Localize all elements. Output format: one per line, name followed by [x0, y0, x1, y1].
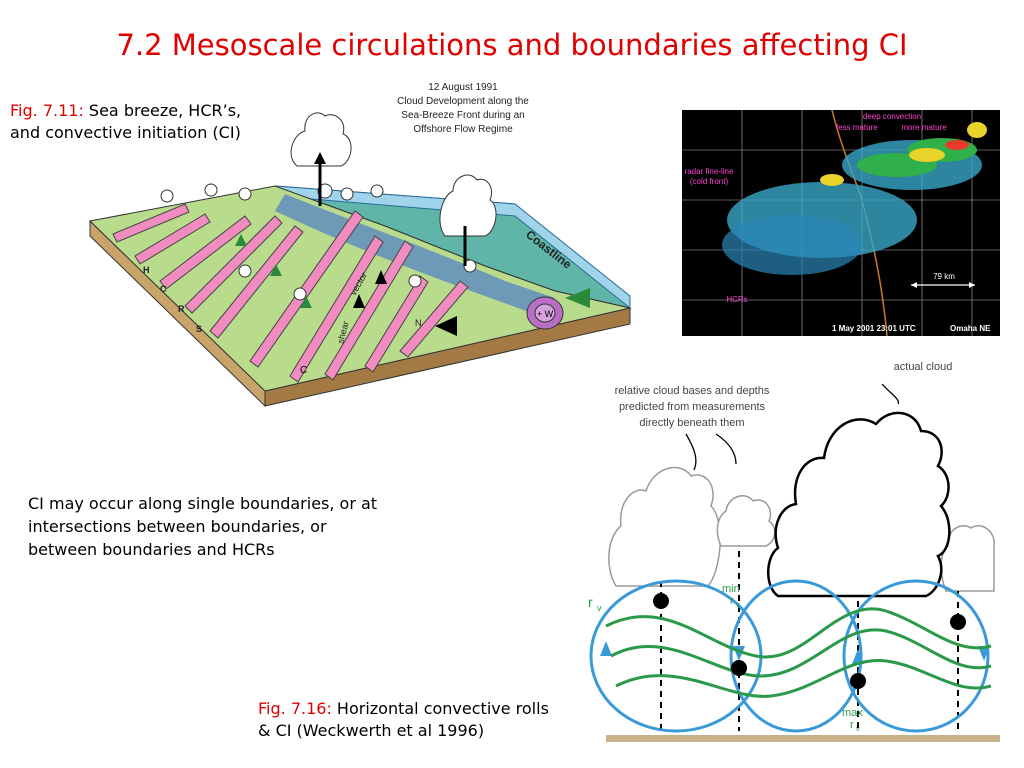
min-label: min [722, 583, 740, 595]
radar-location: Omaha NE [950, 324, 991, 333]
radar-fine-line-1: radar fine-line [685, 167, 734, 176]
roll-circulations [589, 579, 990, 733]
north-label: N [415, 318, 422, 328]
sea-breeze-tube: + W [526, 296, 564, 330]
fig-header-1: 12 August 1991 [428, 82, 498, 93]
roll-label: C [300, 365, 307, 376]
surface-wind-arrows [235, 234, 590, 308]
predicted-label-1: relative cloud bases and depths [615, 385, 770, 397]
predicted-clouds [608, 466, 995, 592]
max-label: max [842, 707, 863, 719]
sounding-markers [653, 593, 966, 689]
caption-fig-7-11-text-1: Sea breeze, HCR’s, [88, 101, 242, 120]
predicted-label-2: predicted from measurements [619, 401, 766, 413]
fig-header-3: Sea-Breeze Front during an [401, 110, 524, 121]
body-text-line-2: intersections between boundaries, or [28, 517, 327, 536]
figure-7-11-sea-breeze-diagram: 12 August 1991 Cloud Development along t… [88, 82, 632, 408]
radar-deep-convection: deep convection [863, 112, 921, 121]
body-text-line-1: CI may occur along single boundaries, or… [28, 494, 378, 513]
label-pointers [685, 383, 900, 471]
caption-fig-7-11: Fig. 7.11: Sea breeze, HCR’s, and convec… [10, 100, 241, 144]
hcrs-letters: H C R S [143, 265, 202, 334]
rv-subscript: v [597, 603, 602, 613]
actual-cloud-label: actual cloud [894, 361, 953, 373]
predicted-label-3: directly beneath them [639, 417, 744, 429]
caption-fig-7-16-text-1: Horizontal convective rolls [336, 699, 549, 718]
radar-echoes [722, 122, 987, 275]
ground-surface [606, 735, 1000, 742]
scale-label: 79 km [933, 272, 955, 281]
max-rv-label: r [850, 719, 854, 731]
max-rv-subscript: v [856, 726, 860, 733]
hcr-rolls [112, 203, 469, 383]
caption-fig-7-16-label: Fig. 7.16: [258, 699, 332, 718]
hcrs-letter-c: C [160, 284, 167, 294]
radar-image: deep convection less mature more mature … [682, 110, 1000, 336]
tall-cloud-left [290, 112, 352, 206]
rv-label: r [588, 594, 593, 610]
min-rv-subscript: v [736, 602, 740, 609]
radar-fine-line-2: (cold front) [690, 177, 729, 186]
radar-more-mature: more mature [901, 123, 947, 132]
caption-fig-7-16: Fig. 7.16: Horizontal convective rolls &… [258, 698, 549, 742]
body-text-line-3: between boundaries and HCRs [28, 540, 275, 559]
actual-cloud [767, 411, 951, 598]
radar-less-mature: less mature [836, 123, 878, 132]
body-text: CI may occur along single boundaries, or… [28, 492, 377, 561]
caption-fig-7-16-text-2: & CI (Weckwerth et al 1996) [258, 721, 485, 740]
small-clouds [160, 183, 477, 301]
black-arrows [353, 270, 457, 336]
slide-title: 7.2 Mesoscale circulations and boundarie… [116, 28, 908, 62]
figure-7-16-rolls-diagram: actual cloud relative cloud bases and de… [588, 361, 1000, 742]
w-label: + W [537, 309, 554, 319]
hcrs-letter-s: S [196, 324, 202, 334]
tall-cloud-right [439, 174, 497, 266]
caption-fig-7-11-label: Fig. 7.11: [10, 101, 84, 120]
radar-hcrs: HCRs [726, 295, 747, 304]
fig-header-4: Offshore Flow Regime [413, 124, 513, 135]
radar-timestamp: 1 May 2001 23:01 UTC [832, 324, 916, 333]
moisture-contours [605, 607, 992, 698]
caption-fig-7-11-text-2: and convective initiation (CI) [10, 123, 241, 142]
min-rv-label: r [730, 595, 734, 607]
fig-header-2: Cloud Development along the [397, 96, 529, 107]
hcrs-letter-h: H [143, 265, 150, 275]
hcrs-letter-r: R [178, 304, 185, 314]
